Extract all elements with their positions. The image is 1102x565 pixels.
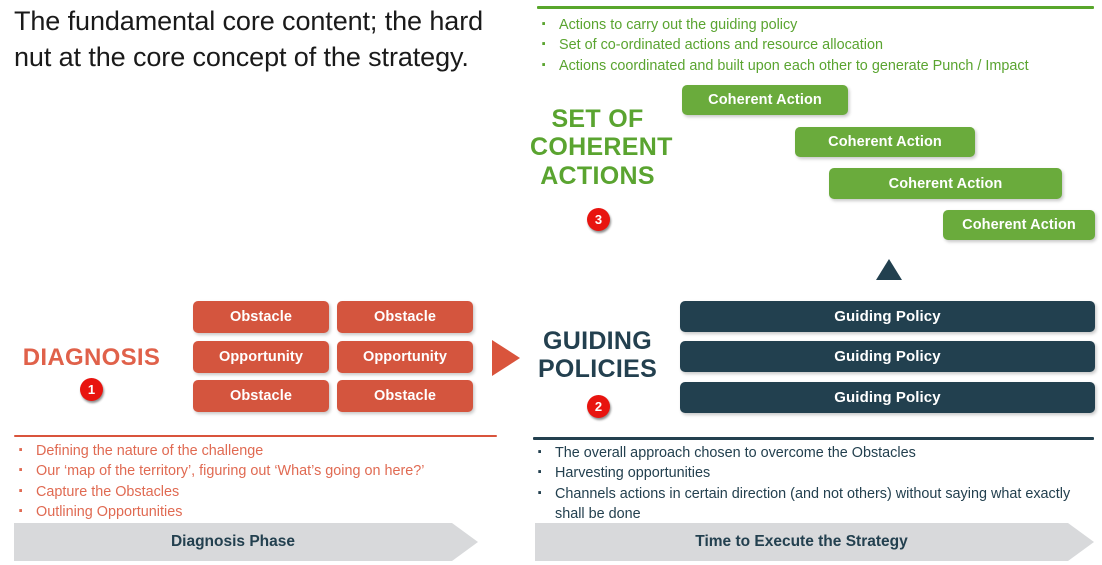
diagnosis-box-obstacle-1[interactable]: Obstacle	[193, 301, 329, 333]
list-item: Actions coordinated and built upon each …	[537, 52, 1097, 80]
list-item: Channels actions in certain direction (a…	[533, 480, 1099, 525]
guiding-policy-bar-3[interactable]: Guiding Policy	[680, 382, 1095, 413]
list-item: Capture the Obstacles	[14, 478, 514, 506]
diagnosis-divider	[14, 435, 497, 437]
list-item: Set of co-ordinated actions and resource…	[537, 32, 1097, 60]
diagnosis-box-obstacle-2[interactable]: Obstacle	[337, 301, 473, 333]
coherent-actions-heading-line1: SET OF	[551, 105, 644, 133]
guiding-policy-bar-1[interactable]: Guiding Policy	[680, 301, 1095, 332]
execute-strategy-banner: Time to Execute the Strategy	[535, 523, 1094, 561]
upward-arrow-icon	[876, 259, 902, 280]
list-item: Outlining Opportunities	[14, 499, 514, 527]
diagnosis-phase-banner: Diagnosis Phase	[14, 523, 478, 561]
coherent-action-step-2[interactable]: Coherent Action	[795, 127, 975, 157]
guiding-policies-heading: GUIDING POLICIES	[530, 327, 665, 384]
coherent-actions-heading-line2: COHERENT	[530, 133, 673, 162]
diagnosis-box-obstacle-3[interactable]: Obstacle	[193, 380, 329, 412]
coherent-action-step-3[interactable]: Coherent Action	[829, 168, 1062, 199]
diagnosis-box-obstacle-4[interactable]: Obstacle	[337, 380, 473, 412]
rightward-arrow-icon	[492, 340, 520, 376]
step-badge-1: 1	[80, 378, 103, 401]
step-badge-2: 2	[587, 395, 610, 418]
list-item: Actions to carry out the guiding policy	[537, 12, 1097, 40]
coherent-action-step-4[interactable]: Coherent Action	[943, 210, 1095, 240]
list-item: Our ‘map of the territory’, figuring out…	[14, 458, 514, 486]
list-item: The overall approach chosen to overcome …	[533, 440, 1099, 468]
diagnosis-box-opportunity-1[interactable]: Opportunity	[193, 341, 329, 373]
guiding-policies-heading-line2: POLICIES	[537, 355, 658, 384]
coherent-action-step-1[interactable]: Coherent Action	[682, 85, 848, 115]
coherent-actions-heading: SET OF COHERENT ACTIONS	[530, 105, 673, 190]
guiding-policies-bullet-list: The overall approach chosen to overcome …	[533, 440, 1099, 525]
diagnosis-phase-banner-label: Diagnosis Phase	[170, 533, 296, 550]
list-item: Defining the nature of the challenge	[14, 438, 514, 466]
guiding-policies-divider	[533, 437, 1094, 440]
execute-strategy-banner-label: Time to Execute the Strategy	[695, 533, 908, 550]
coherent-actions-top-divider	[537, 6, 1094, 9]
guiding-policy-bar-2[interactable]: Guiding Policy	[680, 341, 1095, 372]
diagnosis-bullet-list: Defining the nature of the challenge Our…	[14, 438, 514, 527]
guiding-policies-heading-line1: GUIDING	[542, 327, 653, 355]
list-item: Harvesting opportunities	[533, 460, 1099, 488]
diagnosis-heading: DIAGNOSIS	[22, 344, 161, 371]
step-badge-3: 3	[587, 208, 610, 231]
page-title: The fundamental core content; the hard n…	[14, 6, 484, 72]
diagnosis-box-opportunity-2[interactable]: Opportunity	[337, 341, 473, 373]
coherent-actions-bullet-list: Actions to carry out the guiding policy …	[537, 12, 1097, 80]
coherent-actions-heading-line3: ACTIONS	[540, 161, 655, 190]
